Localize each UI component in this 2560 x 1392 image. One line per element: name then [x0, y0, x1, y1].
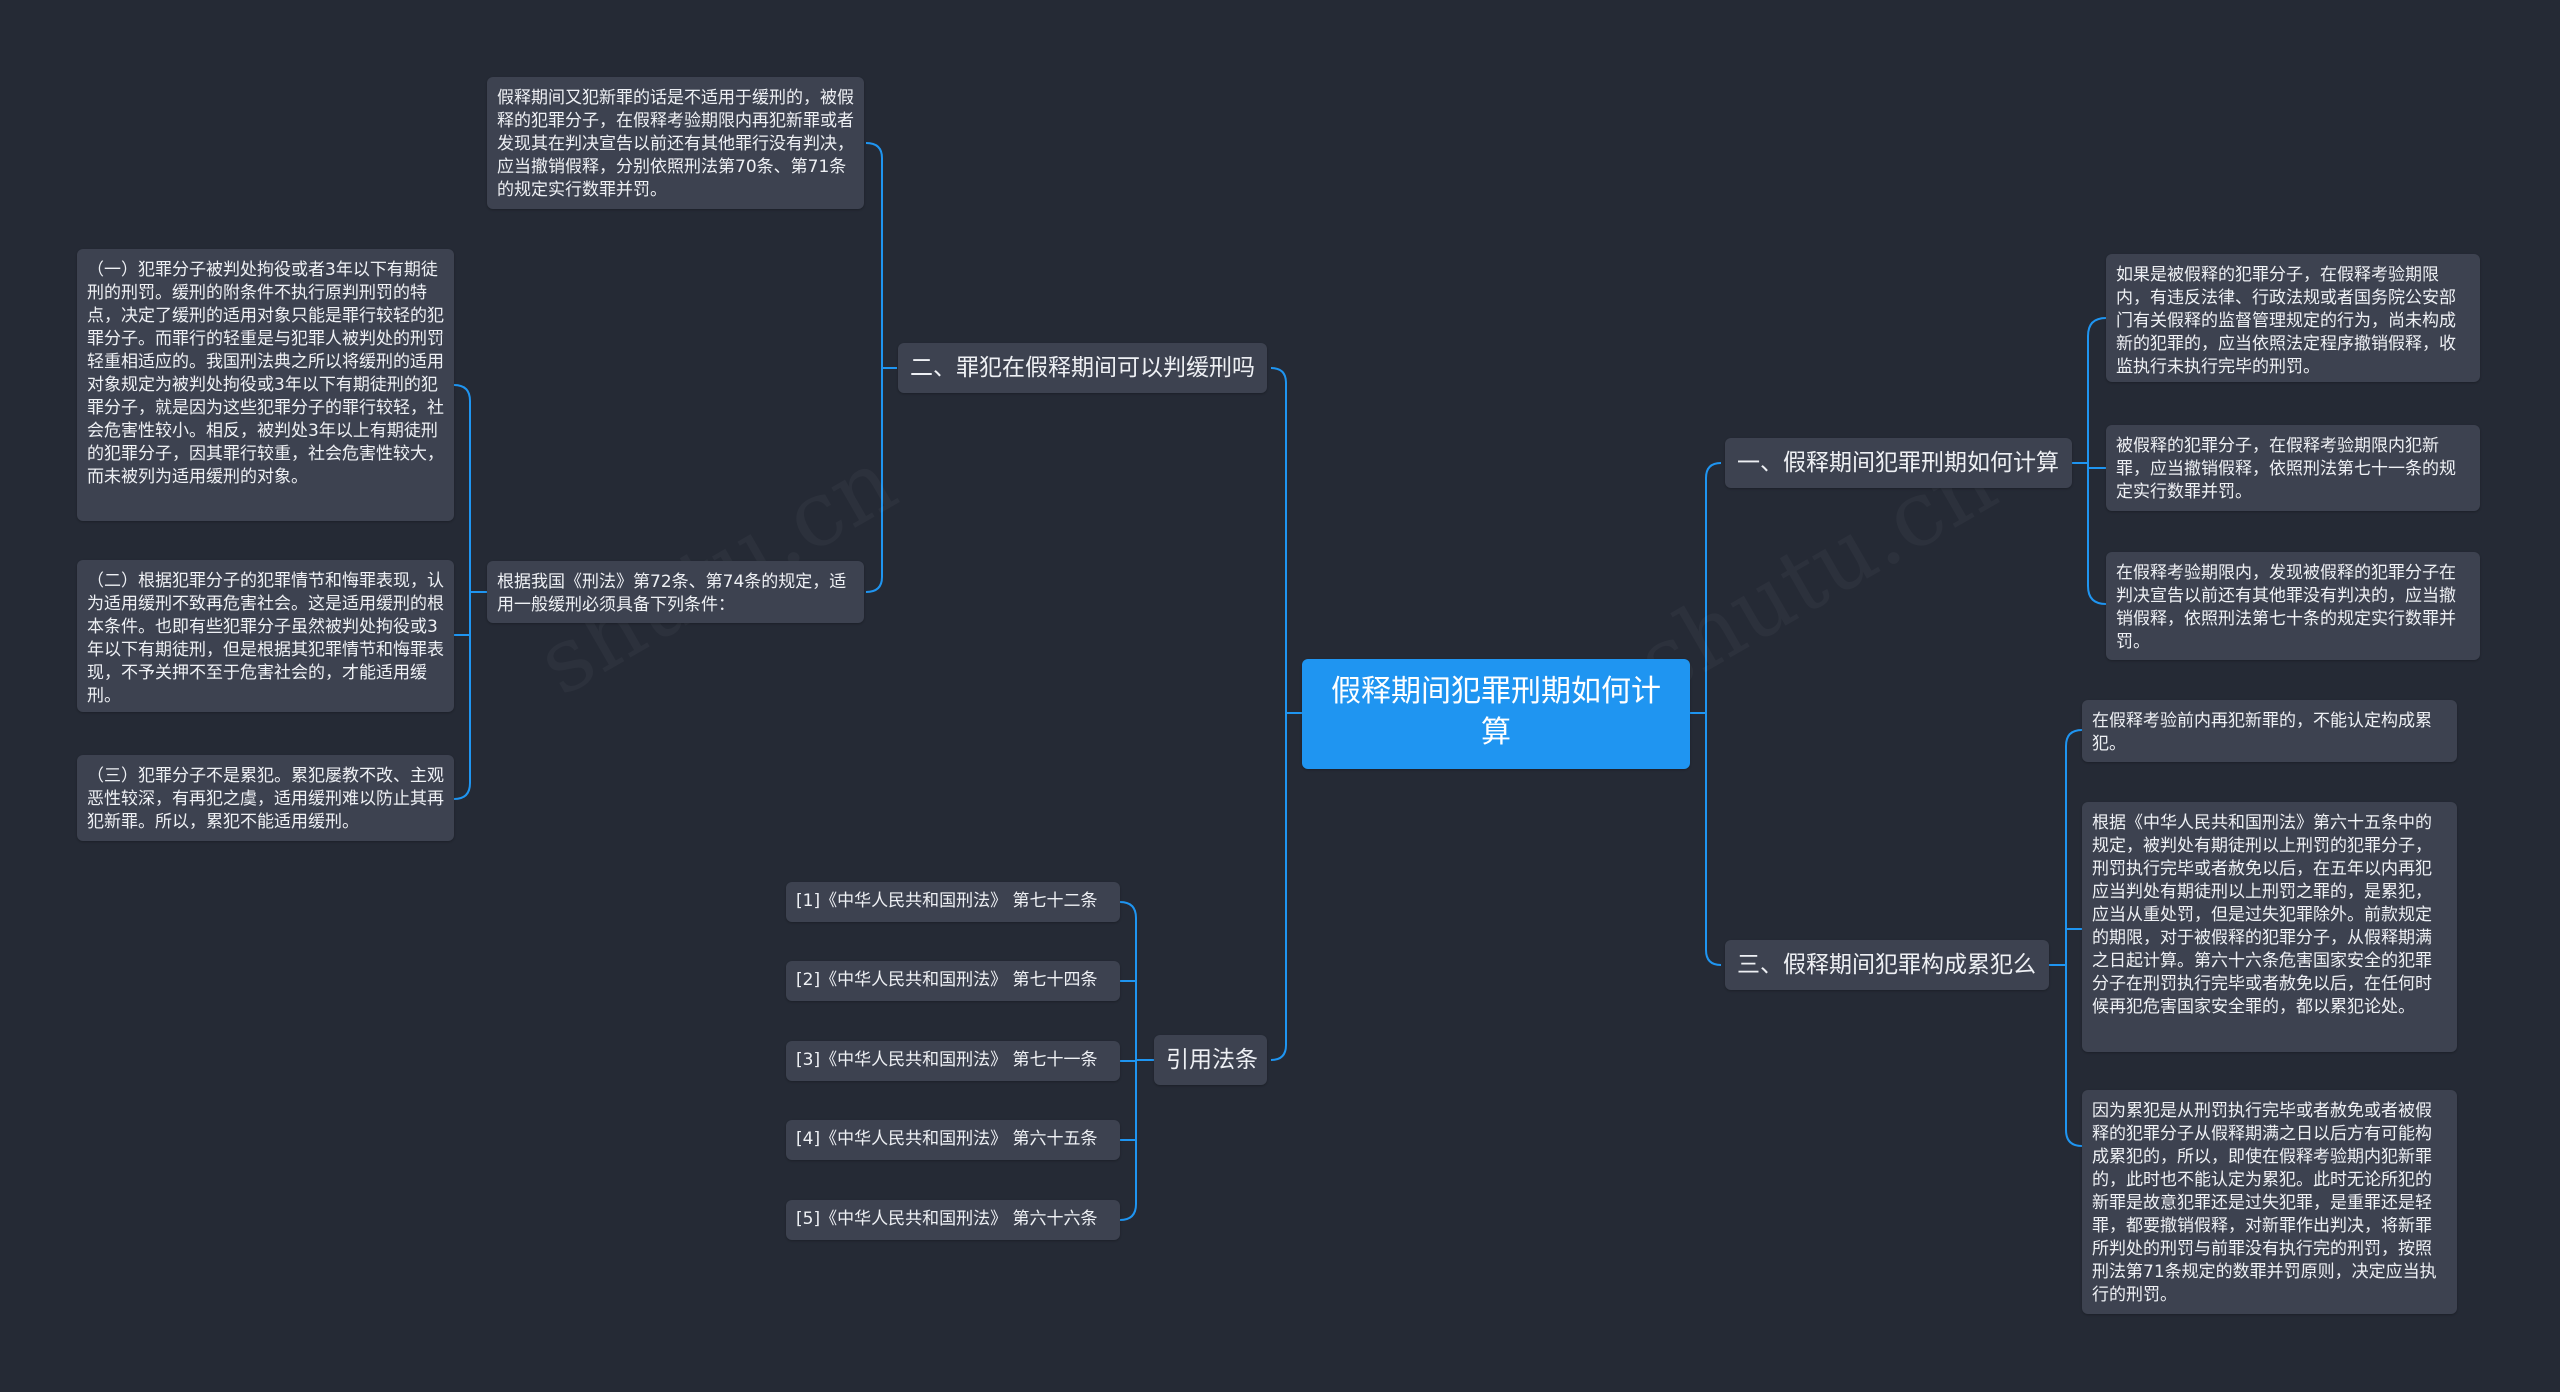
leaf-no-probation[interactable]: 假释期间又犯新罪的话是不适用于缓刑的，被假释的犯罪分子，在假释考验期限内再犯新罪… [487, 77, 864, 209]
link-trunk-left [1270, 367, 1287, 1061]
ref-article-65[interactable]: [4]《中华人民共和国刑法》 第六十五条 [786, 1120, 1120, 1160]
root-topic[interactable]: 假释期间犯罪刑期如何计算 [1302, 659, 1690, 769]
ref-article-66[interactable]: [5]《中华人民共和国刑法》 第六十六条 [786, 1200, 1120, 1240]
branch-label: 二、罪犯在假释期间可以判缓刑吗 [910, 355, 1255, 381]
link-b3-children [2065, 729, 2083, 1147]
branch-cited-articles[interactable]: 引用法条 [1154, 1035, 1267, 1085]
link-b1-children [2087, 317, 2107, 605]
ref-article-74[interactable]: [2]《中华人民共和国刑法》 第七十四条 [786, 961, 1120, 1001]
leaf-condition-3[interactable]: （三）犯罪分子不是累犯。累犯屡教不改、主观恶性较深，有再犯之虞，适用缓刑难以防止… [77, 755, 454, 841]
branch-calculation[interactable]: 一、假释期间犯罪刑期如何计算 [1725, 438, 2072, 488]
leaf-condition-1[interactable]: （一）犯罪分子被判处拘役或者3年以下有期徒刑的刑罚。缓刑的附条件不执行原判刑罚的… [77, 249, 454, 521]
link-trunk-right [1705, 462, 1722, 966]
leaf-undisclosed-crime[interactable]: 在假释考验期限内，发现被假释的犯罪分子在判决宣告以前还有其他罪没有判决的，应当撤… [2106, 552, 2480, 660]
branch-label: 一、假释期间犯罪刑期如何计算 [1737, 450, 2059, 476]
leaf-criminal-law-article-65[interactable]: 根据《中华人民共和国刑法》第六十五条中的规定，被判处有期徒刑以上刑罚的犯罪分子，… [2082, 802, 2457, 1052]
leaf-new-crime-combined-sentence[interactable]: 被假释的犯罪分子，在假释考验期限内犯新罪，应当撤销假释，依照刑法第七十一条的规定… [2106, 425, 2480, 511]
leaf-condition-2[interactable]: （二）根据犯罪分子的犯罪情节和悔罪表现，认为适用缓刑不致再危害社会。这是适用缓刑… [77, 560, 454, 712]
branch-label: 引用法条 [1166, 1047, 1258, 1073]
leaf-revoke-parole-violation[interactable]: 如果是被假释的犯罪分子，在假释考验期限内，有违反法律、行政法规或者国务院公安部门… [2106, 254, 2480, 382]
branch-probation[interactable]: 二、罪犯在假释期间可以判缓刑吗 [898, 343, 1267, 393]
link-mid-children [453, 384, 471, 800]
link-b2-children [865, 142, 883, 593]
root-title: 假释期间犯罪刑期如何计算 [1331, 674, 1661, 750]
branch-recidivism[interactable]: 三、假释期间犯罪构成累犯么 [1725, 940, 2049, 990]
ref-article-71[interactable]: [3]《中华人民共和国刑法》 第七十一条 [786, 1041, 1120, 1081]
branch-label: 三、假释期间犯罪构成累犯么 [1737, 952, 2036, 978]
leaf-probation-conditions-intro[interactable]: 根据我国《刑法》第72条、第74条的规定，适用一般缓刑必须具备下列条件： [487, 561, 864, 623]
leaf-recidivism-explanation[interactable]: 因为累犯是从刑罚执行完毕或者赦免或者被假释的犯罪分子从假释期满之日以后方有可能构… [2082, 1090, 2457, 1314]
leaf-not-recidivist[interactable]: 在假释考验前内再犯新罪的，不能认定构成累犯。 [2082, 700, 2457, 762]
ref-article-72[interactable]: [1]《中华人民共和国刑法》 第七十二条 [786, 882, 1120, 922]
